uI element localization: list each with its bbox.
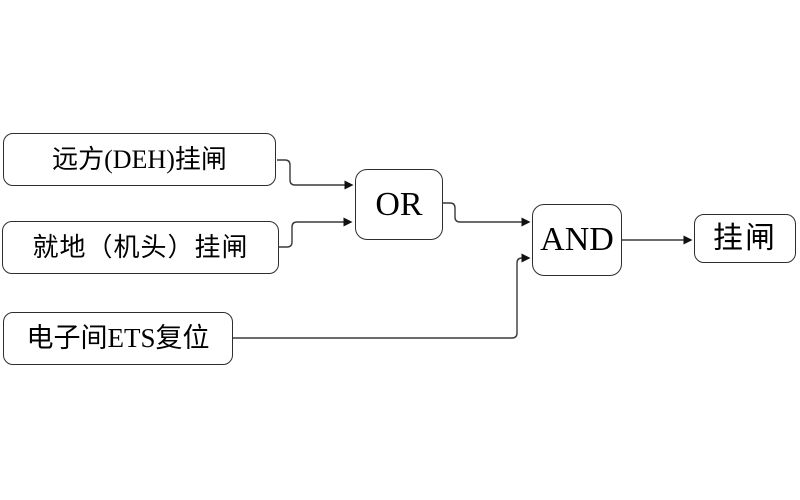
connector-remote-to-or xyxy=(277,159,354,190)
node-input-local: 就地（机头）挂闸 xyxy=(2,221,279,274)
node-input-ets-reset-label: 电子间ETS复位 xyxy=(26,323,210,353)
node-gate-and: AND xyxy=(532,204,622,276)
node-gate-or-label: OR xyxy=(375,185,423,223)
node-output-latch-label: 挂闸 xyxy=(713,221,777,255)
node-input-remote-deh-label: 远方(DEH)挂闸 xyxy=(52,144,227,174)
node-gate-or: OR xyxy=(355,169,443,240)
node-gate-and-label: AND xyxy=(540,221,614,258)
node-input-remote-deh: 远方(DEH)挂闸 xyxy=(3,133,276,186)
connector-local-to-or xyxy=(279,217,353,248)
node-output-latch: 挂闸 xyxy=(694,214,796,263)
connector-or-to-and xyxy=(443,202,531,227)
node-input-local-label: 就地（机头）挂闸 xyxy=(32,232,249,262)
node-input-ets-reset: 电子间ETS复位 xyxy=(3,312,233,365)
